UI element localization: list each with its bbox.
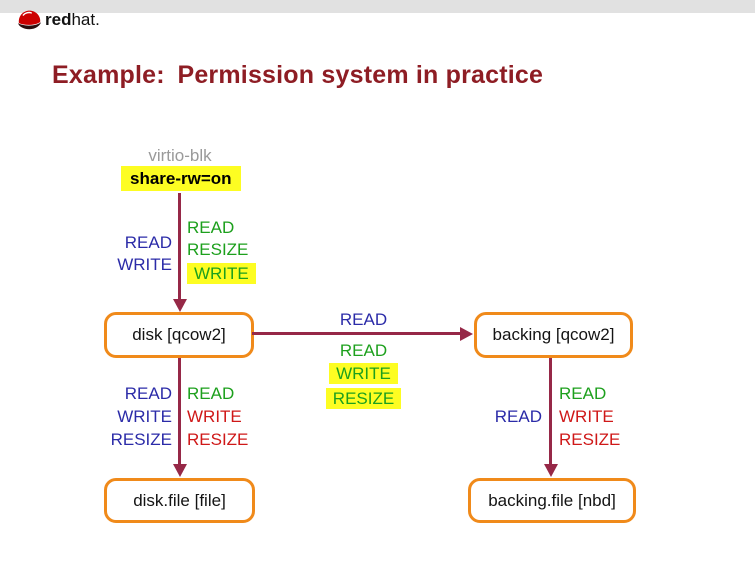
edge-virtio-disk-line [178,193,181,300]
edge-disk-backing-line [252,332,461,335]
arrowhead-down-icon [544,464,558,477]
perm-col-backing-backingfile-right: READ WRITE RESIZE [559,385,620,448]
redhat-fedora-icon [16,8,43,31]
perm-label-highlighted: WRITE [187,263,256,284]
node-disk-file: disk.file [file] [104,478,255,523]
perm-label: RESIZE [110,430,172,449]
perm-label: WRITE [187,407,242,426]
redhat-logo: redhat. [16,8,100,31]
perm-col-disk-backing-above: READ [300,311,427,328]
perm-col-virtio-disk-left: READ WRITE [60,234,172,273]
perm-label-highlighted: WRITE [329,363,398,384]
brand-text: redhat. [45,11,100,28]
perm-col-disk-backing-below: READ WRITE RESIZE [300,342,427,409]
virtio-blk-label: virtio-blk [148,146,212,165]
perm-label: READ [124,384,172,403]
perm-label: READ [559,384,607,403]
perm-label: WRITE [117,407,172,426]
perm-label: RESIZE [187,430,249,449]
node-disk: disk [qcow2] [104,312,254,358]
perm-col-disk-diskfile-left: READ WRITE RESIZE [60,385,172,448]
perm-col-virtio-disk-right: READ RESIZE WRITE [187,219,256,284]
perm-label: READ [339,341,388,360]
perm-label: READ [339,310,388,329]
edge-disk-diskfile-line [178,358,181,465]
perm-label: WRITE [117,255,172,274]
perm-label: READ [494,407,542,426]
slide-title: Example: Permission system in practice [52,61,544,89]
perm-label: READ [124,233,172,252]
perm-label: RESIZE [559,430,621,449]
arrowhead-right-icon [460,327,473,341]
share-rw-option-label: share-rw=on [121,166,241,191]
perm-col-disk-diskfile-right: READ WRITE RESIZE [187,385,248,448]
perm-label: WRITE [559,407,614,426]
brand-text-hat: hat. [71,10,100,29]
node-backing: backing [qcow2] [474,312,633,358]
top-bar [0,0,755,13]
edge-backing-backingfile-line [549,358,552,465]
perm-label: READ [187,218,235,237]
arrowhead-down-icon [173,299,187,312]
perm-col-backing-backingfile-left: READ [430,408,542,425]
arrowhead-down-icon [173,464,187,477]
perm-label: READ [187,384,235,403]
brand-text-red: red [45,10,72,29]
perm-label-highlighted: RESIZE [325,388,402,409]
perm-label: RESIZE [187,240,249,259]
node-backing-file: backing.file [nbd] [468,478,636,523]
